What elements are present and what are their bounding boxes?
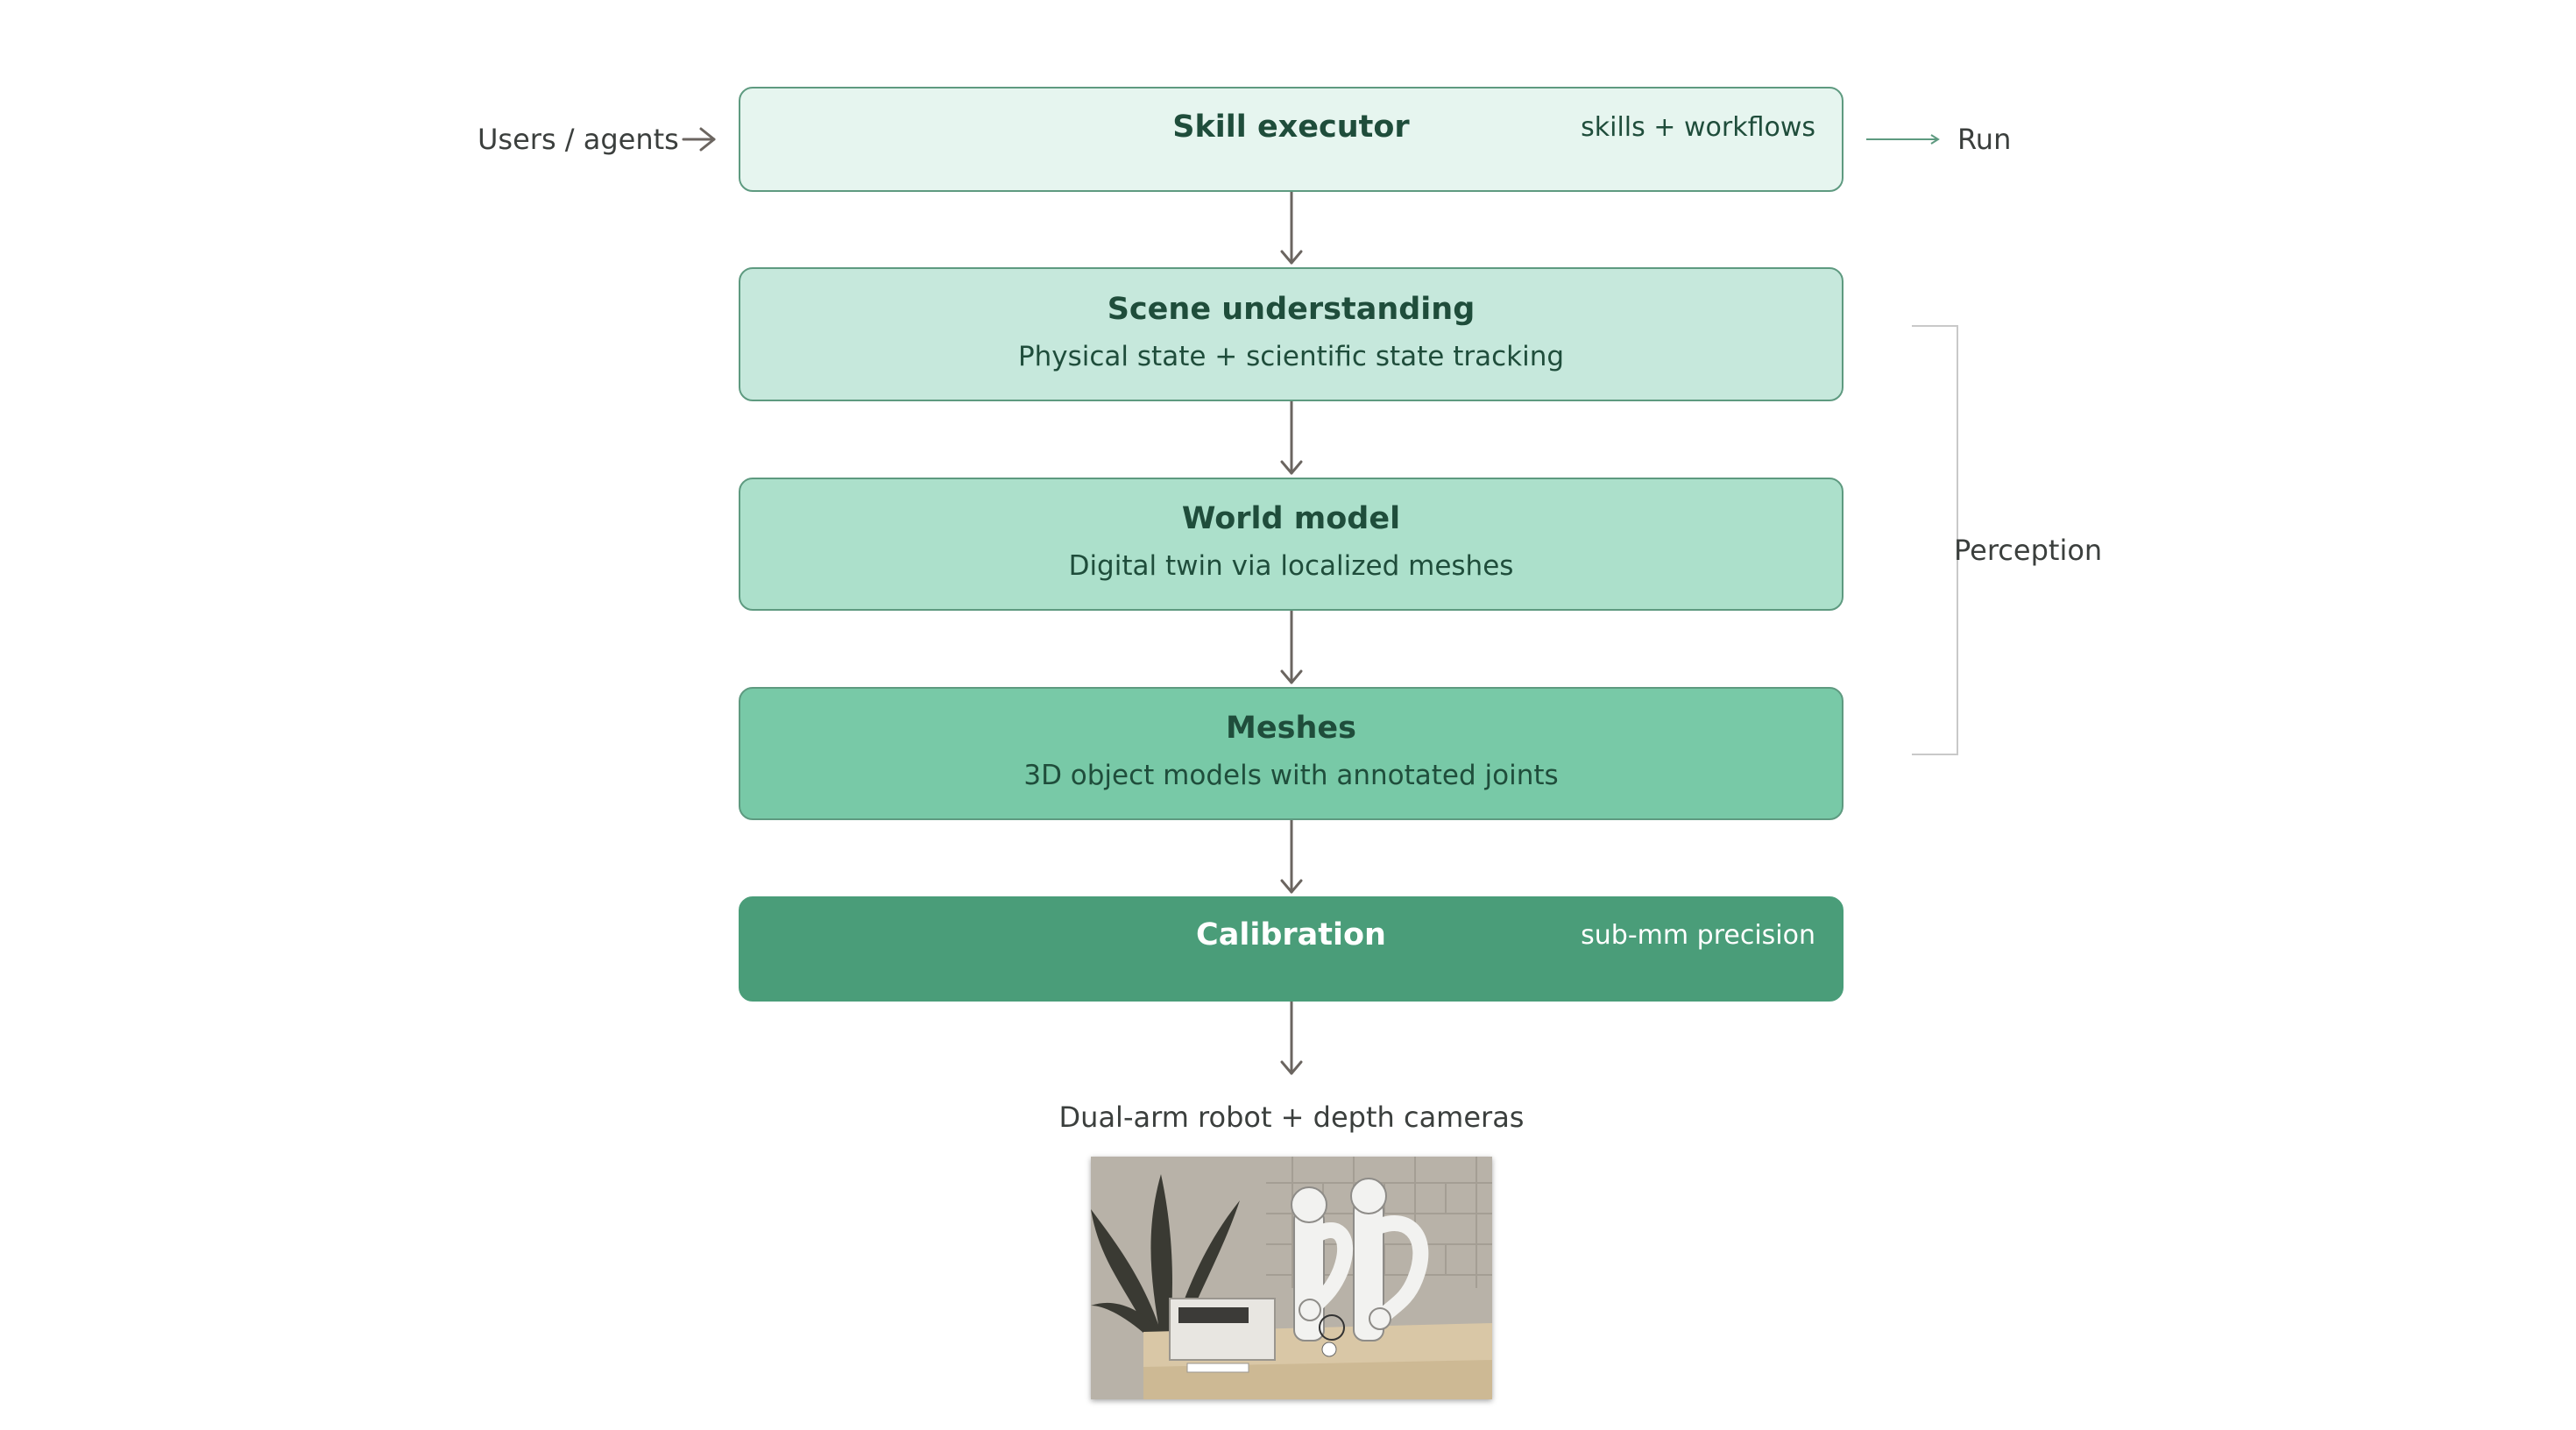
calibration-note: sub-mm precision [1581, 920, 1815, 951]
scene-understanding-subtitle: Physical state + scientific state tracki… [1017, 341, 1565, 372]
scene-understanding-box: Scene understanding Physical state + sci… [739, 267, 1844, 401]
run-arrow [1866, 134, 1940, 145]
world-model-box: World model Digital twin via localized m… [739, 478, 1844, 611]
run-label: Run [1957, 123, 2012, 156]
input-label: Users / agents [478, 123, 679, 156]
flow-arrow-4 [1280, 818, 1303, 894]
scene-understanding-title: Scene understanding [1107, 292, 1476, 327]
skill-executor-note: skills + workflows [1581, 112, 1815, 143]
calibration-title: Calibration [1196, 917, 1386, 952]
input-arrow [682, 127, 716, 152]
skill-executor-box: Skill executor skills + workflows [739, 87, 1844, 192]
robot-photo [1091, 1157, 1492, 1399]
meshes-box: Meshes 3D object models with annotated j… [739, 687, 1844, 820]
world-model-subtitle: Digital twin via localized meshes [1068, 550, 1514, 582]
calibration-box: Calibration sub-mm precision [739, 896, 1844, 1002]
perception-bracket [1912, 325, 1958, 755]
flow-arrow-1 [1280, 190, 1303, 265]
flow-arrow-3 [1280, 609, 1303, 684]
world-model-title: World model [1181, 501, 1401, 536]
skill-executor-title: Skill executor [1172, 110, 1410, 145]
meshes-subtitle: 3D object models with annotated joints [1023, 760, 1559, 791]
hardware-label: Dual-arm robot + depth cameras [1058, 1101, 1525, 1134]
perception-label: Perception [1954, 534, 2103, 567]
flow-arrow-5 [1280, 1000, 1303, 1075]
flow-arrow-2 [1280, 400, 1303, 475]
meshes-title: Meshes [1226, 711, 1356, 746]
